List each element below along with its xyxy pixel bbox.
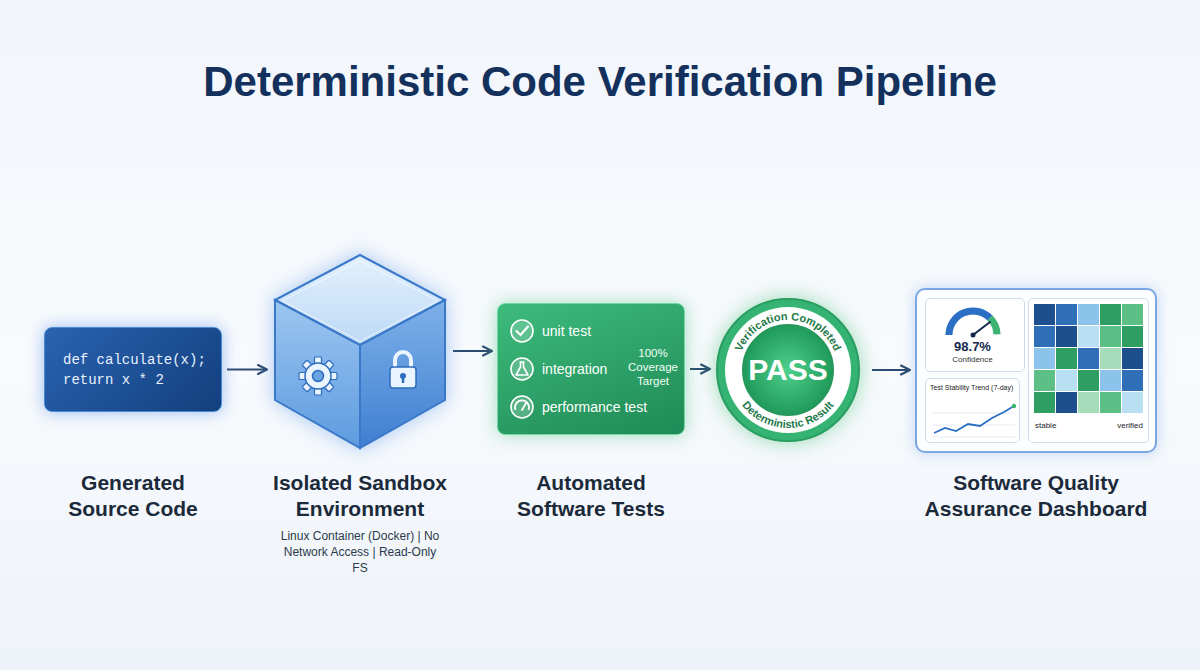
code-box-outline: def calculate(x); return x * 2 [44,327,222,412]
heatmap-label: verified [1089,421,1143,431]
seal-ring-text: Verification Completed [732,310,843,353]
sandbox-details: Linux Container (Docker) | No Network Ac… [275,528,445,576]
sandbox-cube-node-art [272,252,448,450]
dashboard-panel: 98.7%ConfidenceTest Stability Trend (7-d… [915,288,1157,453]
code-text: def calculate(x); return x * 2 [63,350,213,390]
gauge-icon [949,311,997,338]
flow-arrow [453,350,492,352]
pass-label: PASS [715,352,861,388]
test-item: performance test [542,397,647,417]
stage-caption: Generated Source Code [48,470,218,522]
sandbox-cube [275,255,445,448]
gear-icon [299,357,337,395]
lock-icon [390,352,416,388]
flow-arrow [690,368,710,370]
code-box: def calculate(x); return x * 2Generated … [44,327,222,412]
diagram-title: Deterministic Code Verification Pipeline [0,58,1200,106]
gauge-value: 98.7% [926,339,1019,354]
sandbox-cube-node-outline [272,252,448,450]
test-box-outline: unit test integration performance test 100%… [497,303,685,435]
coverage-note: 100% Coverage Target [624,346,682,388]
test-item: integration [542,359,607,379]
dashboard-panel-outline: 98.7%ConfidenceTest Stability Trend (7-d… [915,288,1157,453]
test-box: unit test integration performance test 100%… [497,303,685,435]
flow-arrow [872,369,910,371]
seal-ring-text: Deterministic Result [740,399,836,430]
stage-caption: Automated Software Tests [491,470,691,522]
heatmap-panel: stable verified [1028,298,1149,443]
pass-seal-node-outline: Verification CompletedDeterministic Resu… [715,297,867,443]
trend-panel: Test Stability Trend (7-day) [925,378,1020,443]
heatmap-grid [1034,304,1143,413]
sandbox-cube-node: Isolated Sandbox EnvironmentLinux Contai… [272,252,448,450]
stage-caption: Software Quality Assurance Dashboard [910,470,1162,522]
trend-panel-outline: Test Stability Trend (7-day) [925,378,1020,443]
test-icons [511,320,533,418]
stage-caption: Isolated Sandbox Environment [254,470,466,522]
gauge-panel: 98.7%Confidence [925,298,1025,372]
gauge-panel-outline: 98.7%Confidence [925,298,1025,372]
chart-title: Test Stability Trend (7-day) [930,383,1017,392]
heatmap-label: stable [1035,421,1056,431]
heatmap-panel-outline: stable verified [1028,298,1149,443]
trend-chart [932,404,1016,437]
gauge-label: Confidence [926,355,1019,365]
flow-arrow [227,369,267,371]
pass-seal-node: Verification CompletedDeterministic Resu… [715,297,867,443]
test-item: unit test [542,321,591,341]
